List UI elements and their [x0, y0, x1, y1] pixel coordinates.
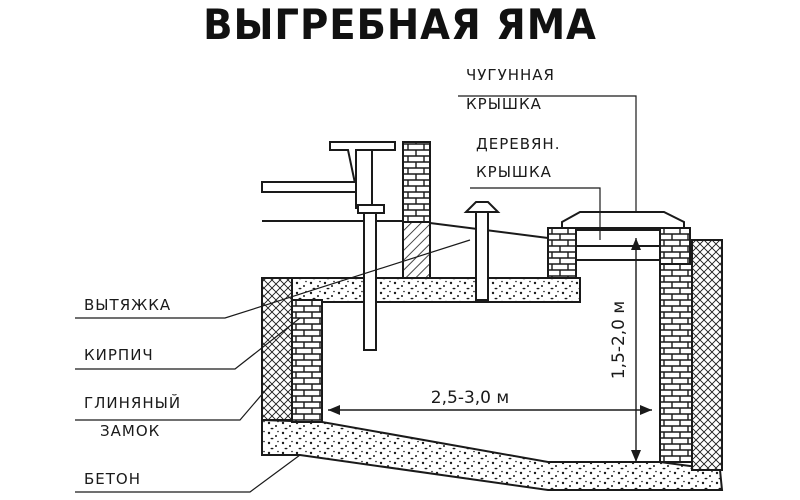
house-brick-wall	[402, 141, 431, 223]
concrete-bottom	[261, 418, 724, 491]
dimension-width	[328, 405, 652, 415]
diagram-title: ВЫГРЕБНАЯ ЯМА	[203, 0, 597, 49]
clay-lock-right	[691, 239, 723, 471]
label-cast-iron-lid-2: КРЫШКА	[466, 95, 542, 113]
toilet-pipe	[261, 141, 396, 351]
dimension-depth-label: 1,5-2,0 м	[609, 301, 629, 379]
dimension-width-label: 2,5-3,0 м	[431, 388, 509, 408]
wooden-lid	[575, 229, 661, 247]
label-clay-lock-2: ЗАМОК	[100, 422, 161, 440]
vent-pipe	[463, 201, 501, 301]
clay-lock-left	[261, 277, 293, 421]
house-foundation	[402, 221, 431, 279]
label-concrete: БЕТОН	[84, 470, 142, 488]
brick-wall-right	[659, 261, 693, 463]
brick-wall-left	[291, 299, 323, 423]
label-cast-iron-lid-1: ЧУГУННАЯ	[466, 66, 555, 84]
label-brick: КИРПИЧ	[84, 346, 154, 364]
label-clay-lock-1: ГЛИНЯНЫЙ	[84, 394, 182, 412]
label-wooden-lid-1: ДЕРЕВЯН.	[476, 135, 561, 153]
dimension-depth	[631, 238, 641, 462]
leader-lines	[75, 95, 637, 493]
concrete-slab	[262, 277, 581, 303]
label-vent: ВЫТЯЖКА	[84, 296, 172, 314]
label-wooden-lid-2: КРЫШКА	[476, 163, 552, 181]
cast-iron-lid	[561, 211, 685, 229]
